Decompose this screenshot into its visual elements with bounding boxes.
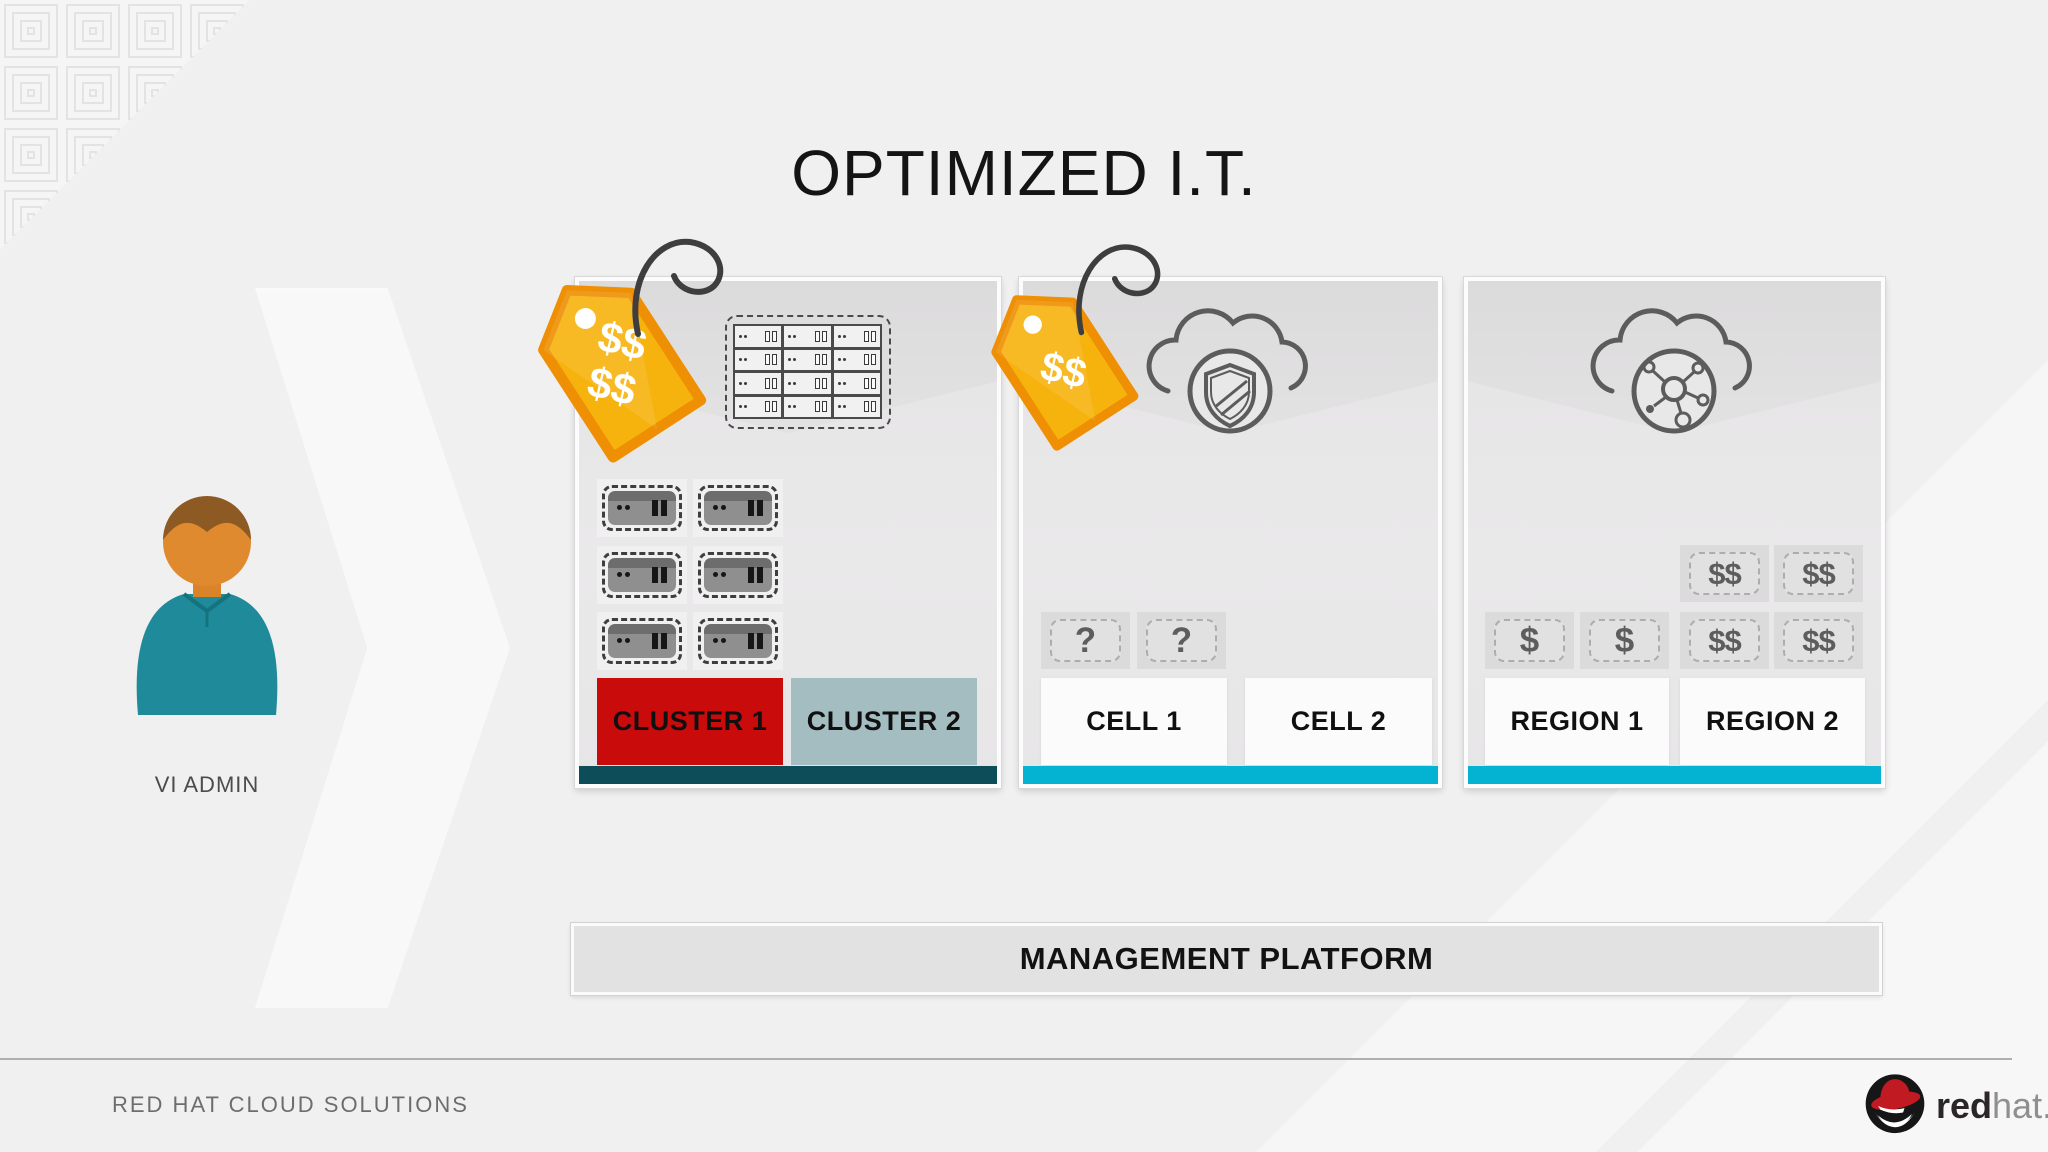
redhat-logo: redhat.: [1862, 1070, 2048, 1136]
cluster-2-box: CLUSTER 2: [791, 678, 977, 765]
region-1-box: REGION 1: [1485, 678, 1669, 765]
redhat-shadowman-icon: [1865, 1074, 1925, 1134]
panel-cloud-regions: $$ $$ $ $ $$ $$ REGION 1 REGION 2: [1464, 277, 1885, 788]
flow-arrow-decoration: [255, 288, 510, 1008]
cell-1-box: CELL 1: [1041, 678, 1227, 765]
svg-text:$$: $$: [583, 358, 641, 416]
price-tag-icon: $$: [967, 266, 1144, 455]
vi-admin-figure: [136, 496, 278, 715]
corner-squares-pattern-decoration: [0, 0, 250, 250]
cost-icon: $$: [1774, 612, 1863, 669]
cloud-shield-icon: [1146, 308, 1308, 434]
server-icon: [597, 479, 687, 537]
cost-icon: $$: [1680, 545, 1769, 602]
cluster-1-box: CLUSTER 1: [597, 678, 783, 765]
server-icon: [597, 612, 687, 670]
cloud-network-icon: [1590, 308, 1752, 434]
vi-admin-label: VI ADMIN: [154, 772, 260, 797]
server-rack-icon: [725, 315, 891, 429]
server-icon: [693, 546, 783, 604]
panel-accent-bar: [1023, 766, 1438, 784]
unknown-cost-icon: ?: [1137, 612, 1226, 669]
panel-accent-bar: [1468, 766, 1881, 784]
region-2-box: REGION 2: [1680, 678, 1865, 765]
svg-text:$$: $$: [593, 313, 651, 371]
cost-icon: $: [1485, 612, 1574, 669]
cost-icon: $$: [1680, 612, 1769, 669]
price-tag-string: [632, 238, 724, 337]
server-icon: [693, 612, 783, 670]
cost-icon: $$: [1774, 545, 1863, 602]
server-icon: [597, 546, 687, 604]
slide-title: OPTIMIZED I.T.: [791, 137, 1257, 209]
footer-divider: [0, 1058, 2012, 1060]
svg-text:$$: $$: [1036, 342, 1091, 397]
unknown-cost-icon: ?: [1041, 612, 1130, 669]
price-tag-string: [1076, 244, 1161, 336]
footer-text: RED HAT CLOUD SOLUTIONS: [112, 1092, 469, 1117]
cost-icon: $: [1580, 612, 1669, 669]
cell-2-box: CELL 2: [1245, 678, 1432, 765]
redhat-wordmark: redhat.: [1936, 1085, 2048, 1126]
price-tag-icon: $$ $$: [511, 251, 714, 467]
server-icon: [693, 479, 783, 537]
panel-accent-bar: [579, 766, 997, 784]
management-platform-bar: MANAGEMENT PLATFORM: [571, 923, 1882, 995]
